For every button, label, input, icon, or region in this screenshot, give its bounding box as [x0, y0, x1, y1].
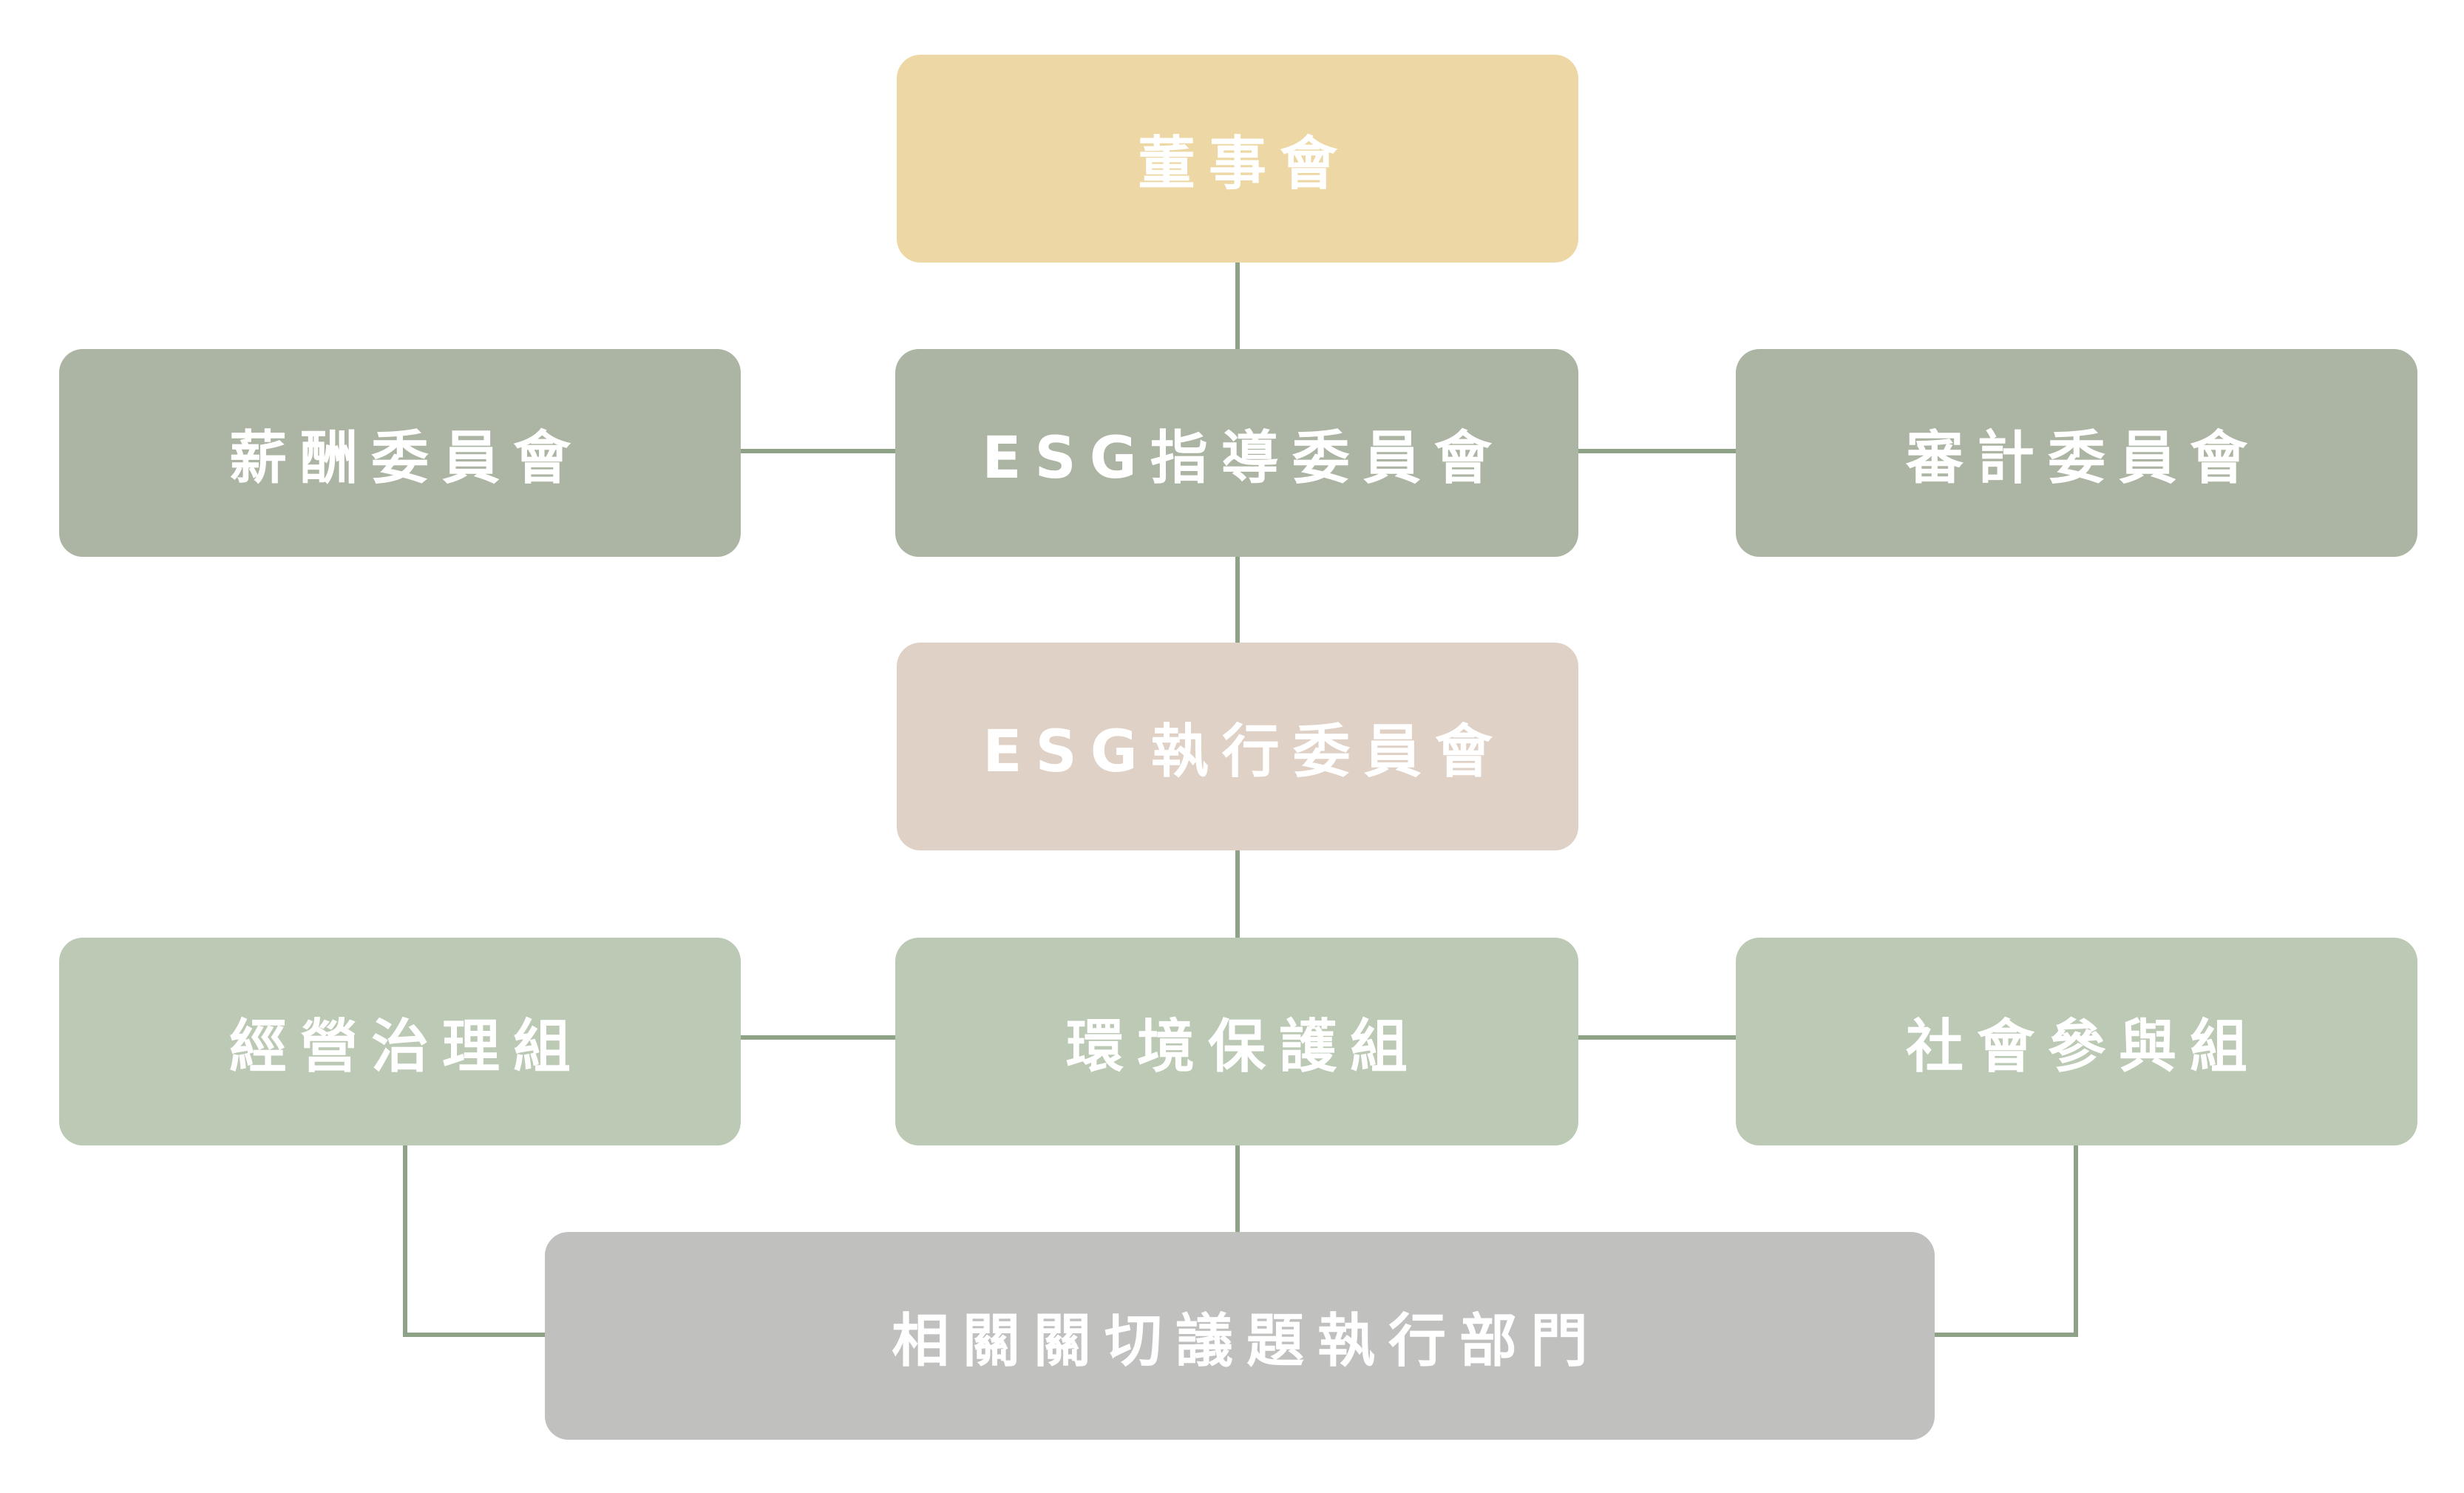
node-label: ESG指導委員會	[982, 424, 1505, 492]
connector-governance-departments	[403, 1145, 545, 1337]
node-social-group: 社會參與組	[1736, 938, 2417, 1145]
node-esg-steering-committee: ESG指導委員會	[895, 349, 1578, 557]
node-label: 環境保護組	[1065, 1013, 1421, 1080]
node-label: 審計委員會	[1905, 424, 2261, 492]
node-label: ESG執行委員會	[982, 718, 1506, 785]
node-label: 董事會	[1137, 130, 1351, 197]
node-board-of-directors: 董事會	[897, 55, 1578, 263]
node-esg-execution-committee: ESG執行委員會	[897, 643, 1578, 850]
node-audit-committee: 審計委員會	[1736, 349, 2417, 557]
node-label: 相關關切議題執行部門	[891, 1307, 1601, 1375]
connector-social-departments	[1935, 1145, 2078, 1337]
node-compensation-committee: 薪酬委員會	[59, 349, 741, 557]
node-governance-group: 經營治理組	[59, 938, 741, 1145]
node-label: 經營治理組	[228, 1013, 584, 1080]
node-label: 薪酬委員會	[228, 424, 584, 492]
node-related-departments: 相關關切議題執行部門	[545, 1232, 1935, 1440]
node-environment-group: 環境保護組	[895, 938, 1578, 1145]
node-label: 社會參與組	[1905, 1013, 2261, 1080]
